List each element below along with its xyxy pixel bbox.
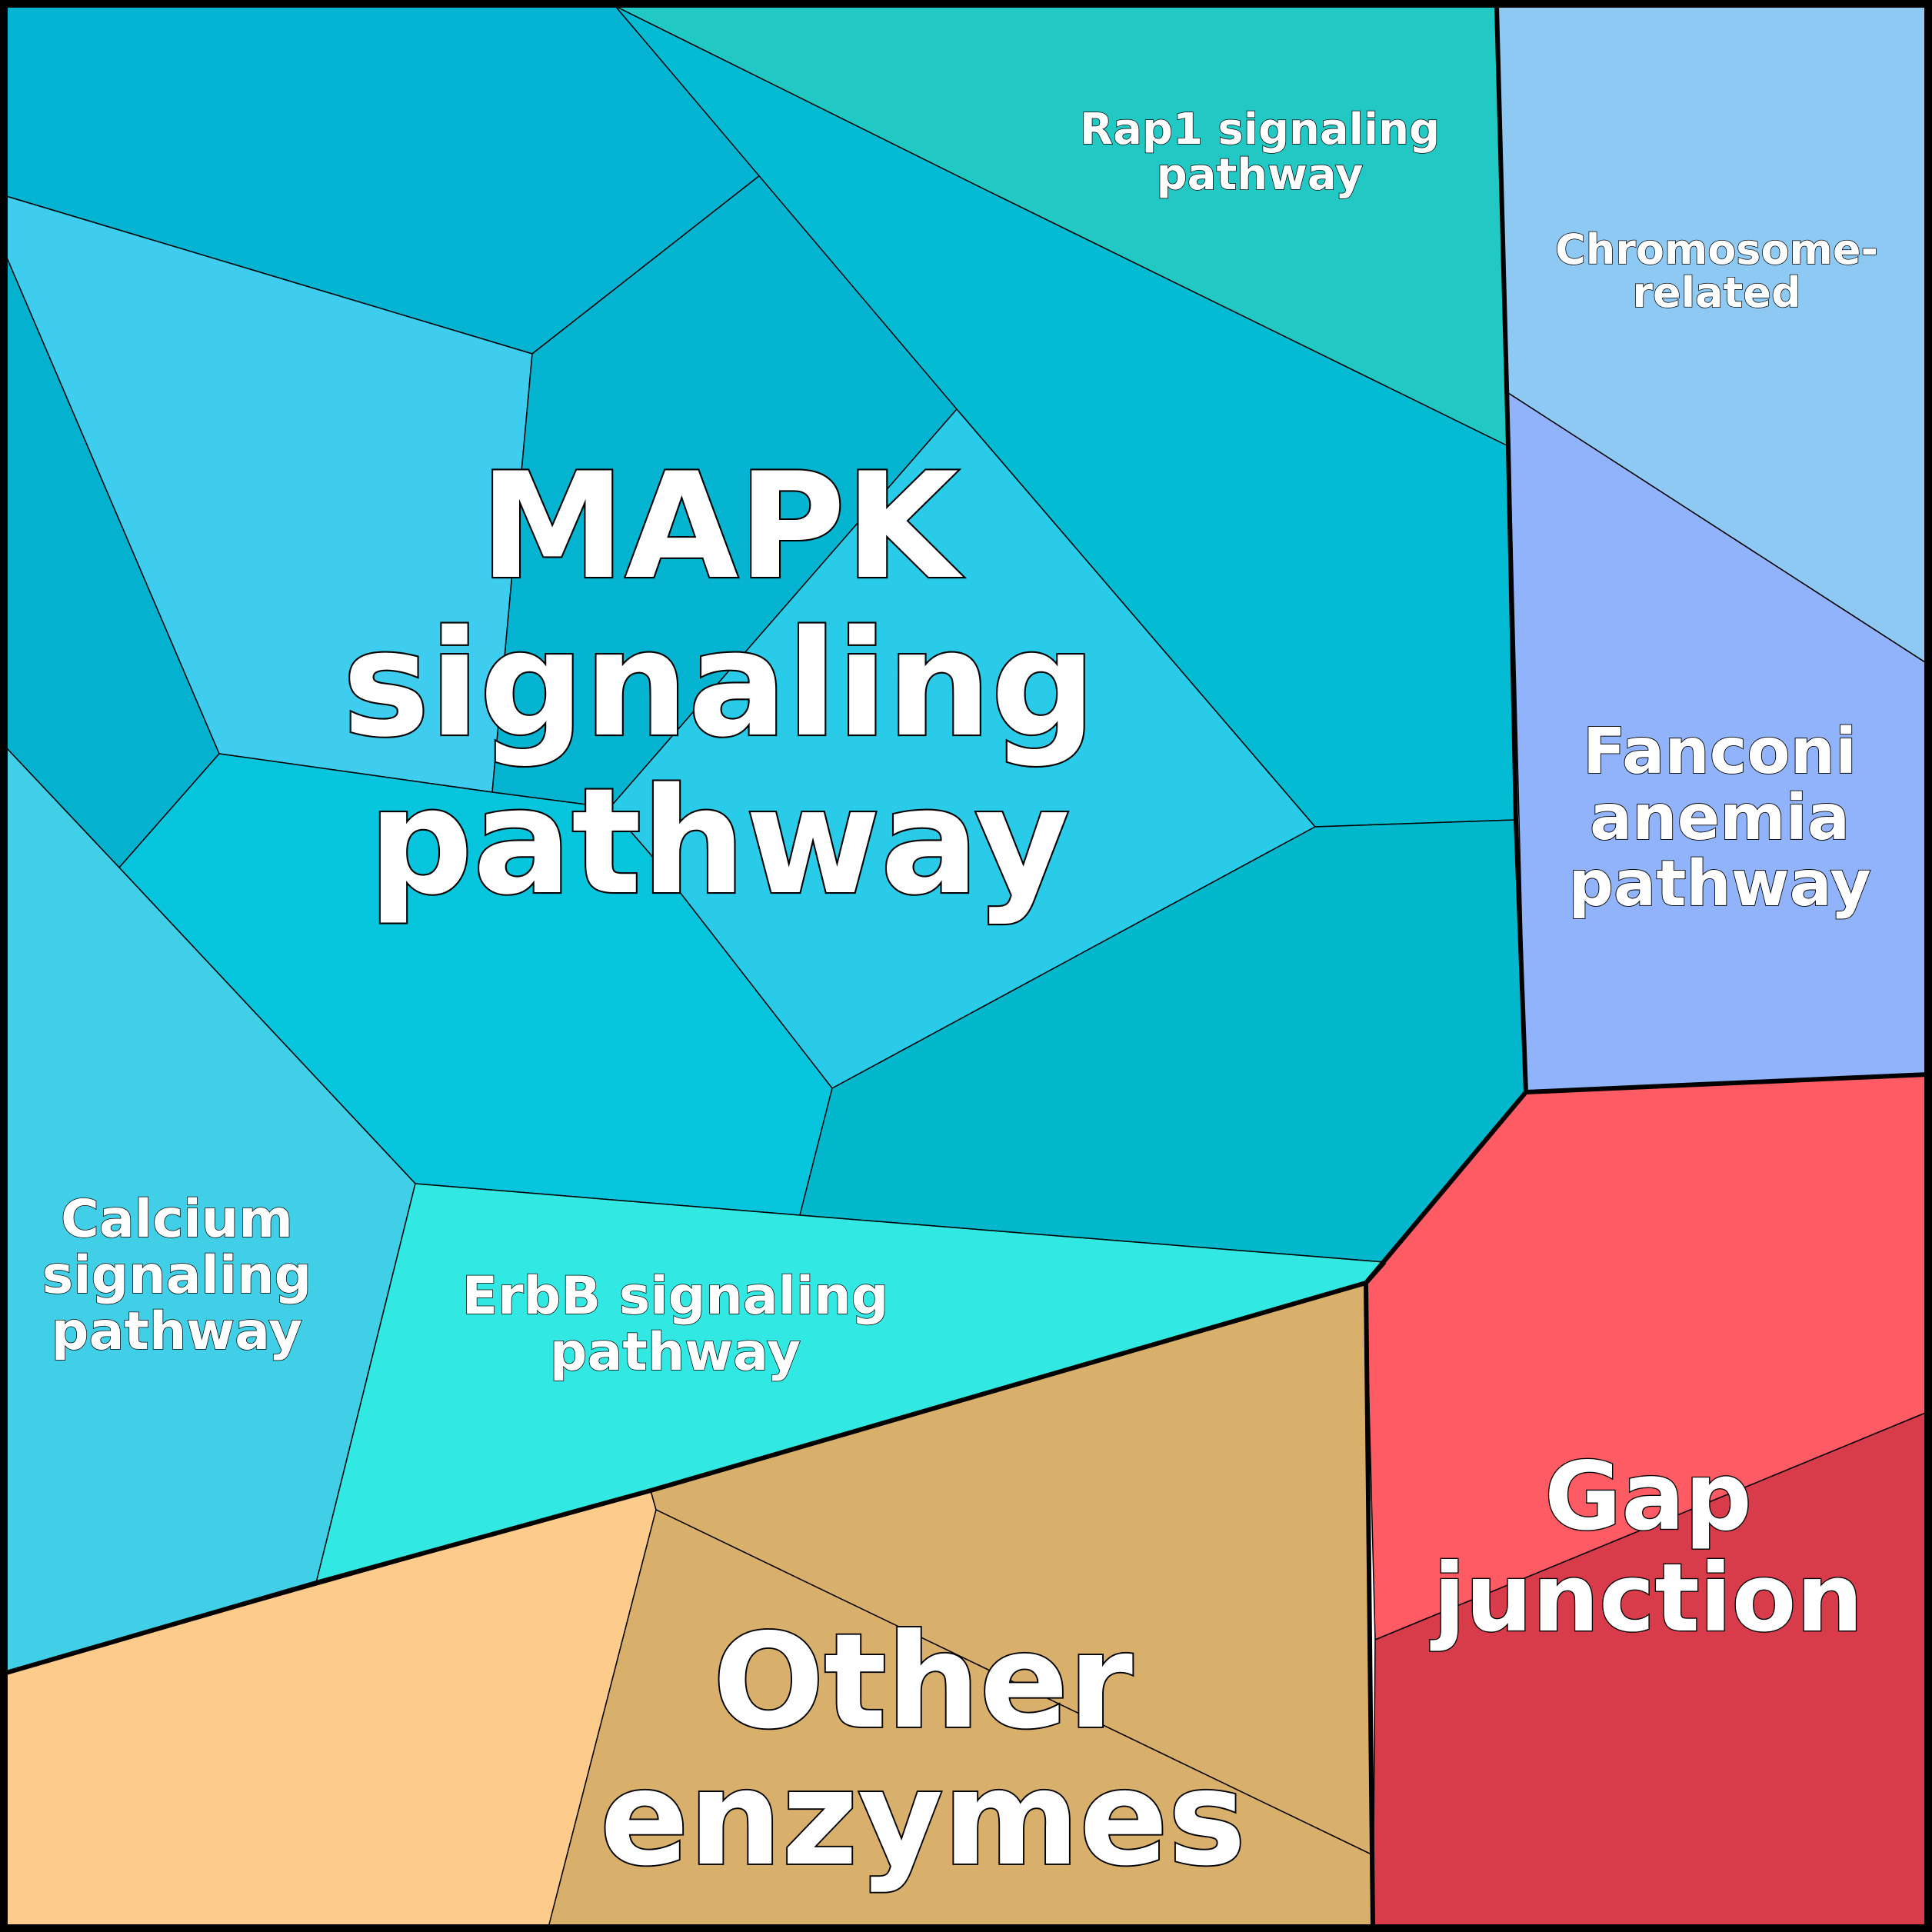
rap1-label-line: pathway [1157, 150, 1364, 200]
rap1-label-line: Rap1 signaling [1080, 105, 1440, 155]
mapk-label-line: pathway [368, 757, 1070, 927]
erbb-label-line: pathway [550, 1322, 801, 1383]
group-border-erbb-gap [1364, 1261, 1387, 1284]
fanconi-label-line: Fanconi [1583, 715, 1857, 788]
group-border-fanconi-gap [1525, 1072, 1928, 1094]
other-label-line: enzymes [600, 1743, 1246, 1895]
calcium-label-line: pathway [52, 1301, 302, 1362]
erbb-label-line: ErbB signaling [462, 1266, 889, 1327]
gap-label-line: Gap [1544, 1442, 1752, 1551]
other-label-line: Other [713, 1606, 1133, 1758]
calcium-label-line: signaling [42, 1245, 311, 1306]
chromosome-label-line: Chromosome- [1555, 225, 1878, 274]
mapk-label-line: MAPK [480, 441, 963, 611]
chromosome-label-line: related [1632, 268, 1800, 317]
fanconi-label-line: anemia [1590, 781, 1850, 854]
mapk-label-line: signaling [342, 599, 1095, 769]
group-border-mapk-right [1364, 5, 1528, 1928]
chromosome-label: Chromosome-related [1555, 225, 1878, 317]
fanconi-label-line: pathway [1568, 848, 1871, 921]
group-border-teal-other [5, 1281, 1367, 1675]
calcium-label-line: Calcium [61, 1189, 293, 1250]
gap-label-line: junction [1430, 1544, 1864, 1653]
